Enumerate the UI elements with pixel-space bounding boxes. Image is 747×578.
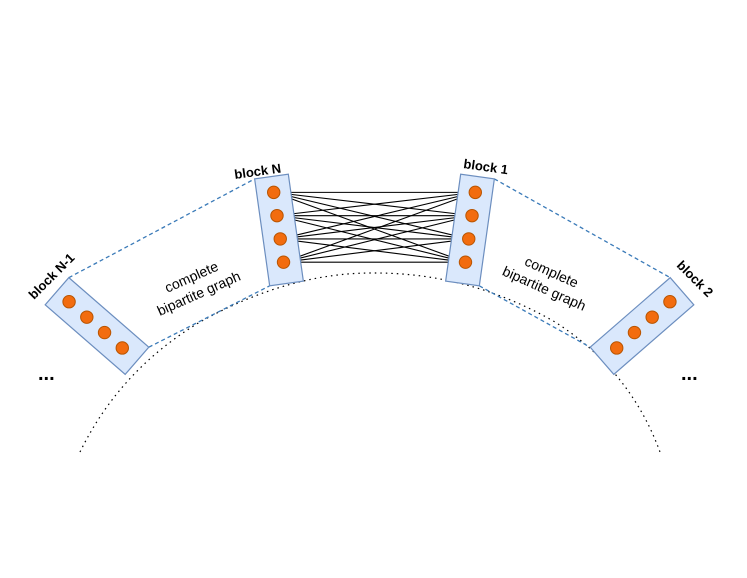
block-2: block 2 (589, 258, 716, 376)
bipartite-edge (276, 191, 476, 217)
bipartite-edge (280, 215, 473, 240)
node (115, 341, 129, 355)
block-n-minus-1: block N-1 (26, 250, 150, 376)
node (465, 208, 479, 223)
bipartite-edges (273, 191, 476, 263)
block-label: block N (233, 161, 282, 182)
right-bipartite-label: complete bipartite graph (500, 253, 588, 314)
block-label: block 1 (463, 156, 509, 177)
block-1: block 1 (444, 156, 509, 287)
node (610, 341, 624, 355)
bipartite-edge (280, 191, 476, 240)
node (458, 255, 473, 269)
blocks: block N-1 block N block 1 block 2 (26, 156, 716, 376)
block-box (253, 173, 305, 287)
node (270, 208, 284, 223)
dashed-link (148, 285, 270, 348)
dashed-links (68, 178, 671, 348)
ellipsis-right: ... (681, 363, 698, 385)
block-box (444, 173, 496, 287)
node (645, 310, 659, 324)
node (627, 325, 642, 340)
node (80, 310, 94, 324)
bipartite-edge (283, 215, 473, 263)
block-n: block N (233, 161, 305, 287)
node (97, 325, 112, 340)
ellipsis-left: ... (38, 363, 55, 385)
bipartite-edge (283, 238, 469, 263)
dashed-link (494, 178, 671, 279)
node (273, 232, 287, 246)
node (462, 232, 476, 246)
node (468, 185, 482, 200)
node (267, 185, 281, 200)
node (663, 295, 677, 309)
bipartite-edge (283, 191, 476, 263)
block-box (589, 276, 695, 376)
dashed-link (479, 285, 591, 348)
dashed-link (68, 178, 255, 279)
node (276, 255, 291, 269)
left-bipartite-label: complete bipartite graph (155, 258, 243, 319)
node (62, 295, 76, 309)
block-box (44, 276, 150, 376)
